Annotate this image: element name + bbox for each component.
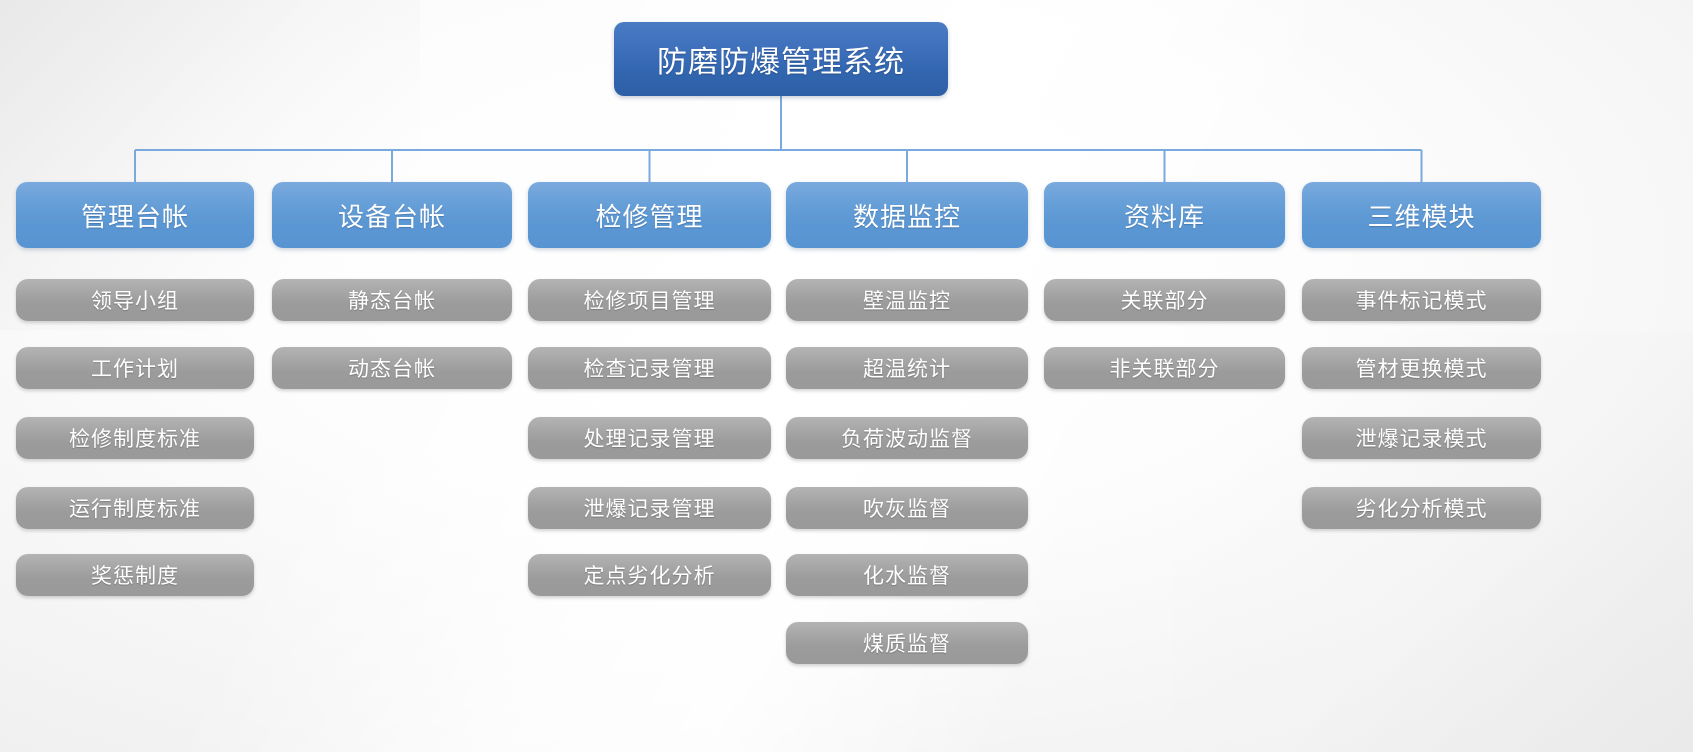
leaf-node-maintenance-management-4-label: 定点劣化分析 (583, 564, 716, 588)
leaf-node-data-monitoring-5-label: 煤质监督 (863, 632, 951, 656)
leaf-node-data-monitoring-1-label: 超温统计 (863, 357, 951, 381)
leaf-node-three-d-module-3[interactable]: 劣化分析模式 (1302, 487, 1541, 529)
leaf-node-maintenance-management-0[interactable]: 检修项目管理 (528, 279, 771, 321)
root-node-label: 防磨防爆管理系统 (657, 45, 905, 80)
category-node-equipment-ledger-label: 设备台帐 (337, 202, 446, 233)
leaf-node-management-ledger-3-label: 运行制度标准 (69, 497, 201, 521)
leaf-node-data-monitoring-4[interactable]: 化水监督 (786, 554, 1028, 596)
leaf-node-management-ledger-2[interactable]: 检修制度标准 (16, 417, 254, 459)
leaf-node-management-ledger-4-label: 奖惩制度 (91, 564, 179, 588)
leaf-node-management-ledger-0-label: 领导小组 (91, 289, 179, 313)
category-node-equipment-ledger[interactable]: 设备台帐 (272, 182, 512, 248)
category-node-data-library-label: 资料库 (1123, 202, 1205, 233)
leaf-node-three-d-module-0[interactable]: 事件标记模式 (1302, 279, 1541, 321)
leaf-node-data-monitoring-1[interactable]: 超温统计 (786, 347, 1028, 389)
leaf-node-maintenance-management-4[interactable]: 定点劣化分析 (528, 554, 771, 596)
leaf-node-data-monitoring-5[interactable]: 煤质监督 (786, 622, 1028, 664)
leaf-node-maintenance-management-2-label: 处理记录管理 (583, 427, 716, 451)
leaf-node-equipment-ledger-0-label: 静态台帐 (348, 289, 436, 313)
leaf-node-data-library-0[interactable]: 关联部分 (1044, 279, 1285, 321)
leaf-node-maintenance-management-3[interactable]: 泄爆记录管理 (528, 487, 771, 529)
leaf-node-data-monitoring-2[interactable]: 负荷波动监督 (786, 417, 1028, 459)
leaf-node-data-monitoring-2-label: 负荷波动监督 (841, 427, 973, 451)
leaf-node-data-monitoring-0-label: 壁温监控 (863, 289, 951, 313)
leaf-node-data-library-1[interactable]: 非关联部分 (1044, 347, 1285, 389)
leaf-node-maintenance-management-3-label: 泄爆记录管理 (583, 497, 716, 521)
leaf-node-management-ledger-3[interactable]: 运行制度标准 (16, 487, 254, 529)
leaf-node-three-d-module-1[interactable]: 管材更换模式 (1302, 347, 1541, 389)
leaf-node-three-d-module-3-label: 劣化分析模式 (1355, 497, 1488, 521)
leaf-node-three-d-module-1-label: 管材更换模式 (1355, 357, 1488, 381)
leaf-node-equipment-ledger-1[interactable]: 动态台帐 (272, 347, 512, 389)
leaf-node-management-ledger-1[interactable]: 工作计划 (16, 347, 254, 389)
leaf-node-equipment-ledger-1-label: 动态台帐 (348, 357, 436, 381)
leaf-node-management-ledger-4[interactable]: 奖惩制度 (16, 554, 254, 596)
root-node[interactable]: 防磨防爆管理系统 (614, 22, 948, 96)
category-node-management-ledger[interactable]: 管理台帐 (16, 182, 254, 248)
category-node-three-d-module-label: 三维模块 (1367, 202, 1476, 233)
category-node-data-monitoring-label: 数据监控 (852, 202, 961, 233)
leaf-node-data-monitoring-3[interactable]: 吹灰监督 (786, 487, 1028, 529)
leaf-node-three-d-module-0-label: 事件标记模式 (1355, 289, 1488, 313)
category-node-three-d-module[interactable]: 三维模块 (1302, 182, 1541, 248)
category-node-maintenance-management[interactable]: 检修管理 (528, 182, 771, 248)
leaf-node-maintenance-management-2[interactable]: 处理记录管理 (528, 417, 771, 459)
leaf-node-maintenance-management-1[interactable]: 检查记录管理 (528, 347, 771, 389)
leaf-node-three-d-module-2[interactable]: 泄爆记录模式 (1302, 417, 1541, 459)
leaf-node-equipment-ledger-0[interactable]: 静态台帐 (272, 279, 512, 321)
leaf-node-management-ledger-1-label: 工作计划 (91, 357, 179, 381)
leaf-node-management-ledger-0[interactable]: 领导小组 (16, 279, 254, 321)
leaf-node-three-d-module-2-label: 泄爆记录模式 (1355, 427, 1488, 451)
leaf-node-maintenance-management-0-label: 检修项目管理 (583, 289, 716, 313)
leaf-node-maintenance-management-1-label: 检查记录管理 (583, 357, 716, 381)
leaf-node-data-library-1-label: 非关联部分 (1109, 357, 1220, 381)
category-node-maintenance-management-label: 检修管理 (595, 202, 704, 233)
leaf-node-management-ledger-2-label: 检修制度标准 (69, 427, 201, 451)
leaf-node-data-monitoring-0[interactable]: 壁温监控 (786, 279, 1028, 321)
leaf-node-data-monitoring-3-label: 吹灰监督 (863, 497, 951, 521)
category-node-data-monitoring[interactable]: 数据监控 (786, 182, 1028, 248)
leaf-node-data-monitoring-4-label: 化水监督 (863, 564, 951, 588)
category-node-management-ledger-label: 管理台帐 (80, 202, 189, 233)
background-corner-shade-bottom-right (1173, 332, 1693, 752)
category-node-data-library[interactable]: 资料库 (1044, 182, 1285, 248)
leaf-node-data-library-0-label: 关联部分 (1120, 289, 1209, 313)
